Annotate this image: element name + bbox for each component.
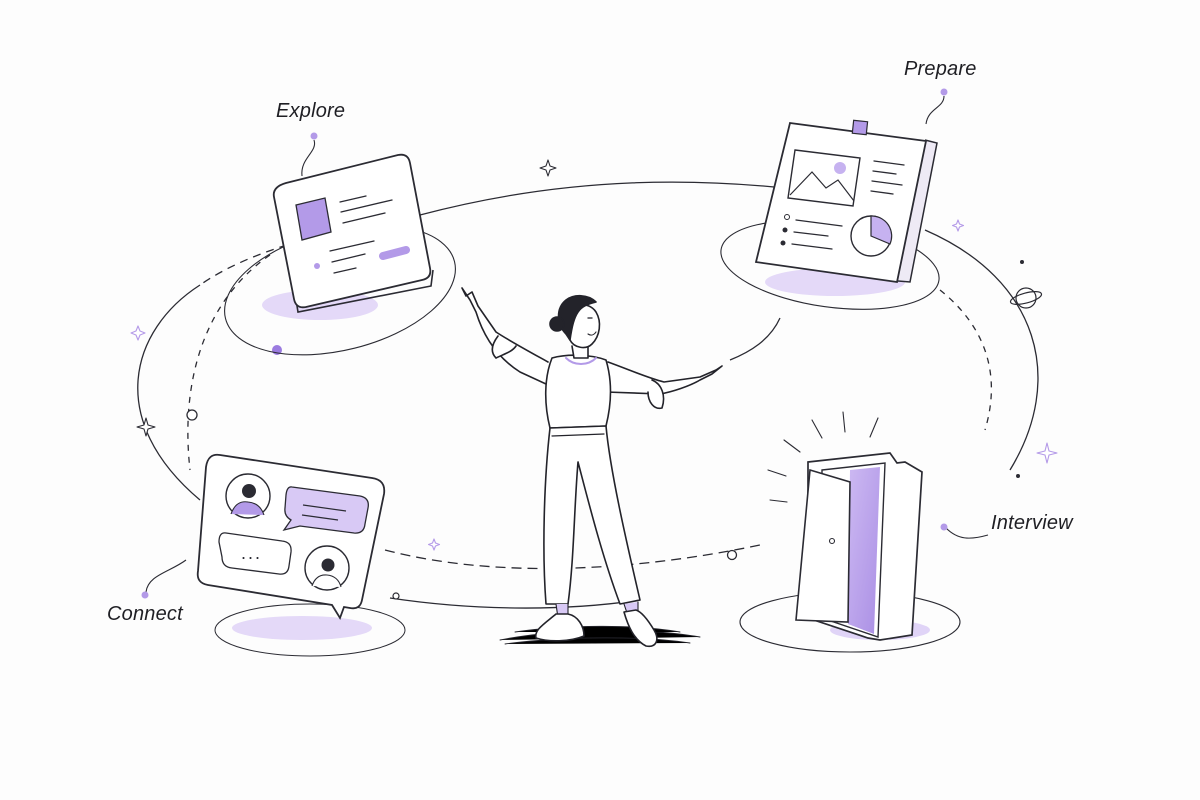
explore-text-lines — [329, 195, 393, 274]
door-panel — [795, 468, 851, 623]
pie-chart-slice — [870, 215, 893, 245]
person-right-sleeve — [647, 379, 665, 410]
sparkle-icon — [130, 325, 146, 341]
connect-stage: ... — [141, 453, 406, 657]
stage-label-explore: Explore — [276, 100, 346, 122]
orbit-inner-right — [939, 289, 992, 431]
person-mouth — [587, 331, 597, 336]
connect-shadow — [232, 616, 372, 640]
orbit-inner-left — [187, 254, 271, 471]
prepare-mountain — [789, 171, 855, 202]
avatar-head — [242, 484, 256, 498]
explore-label-dot — [310, 132, 318, 140]
person-shoe — [623, 609, 658, 648]
orbit-left-arc — [137, 284, 201, 501]
person-torso — [544, 354, 612, 429]
orbit-dot — [1016, 474, 1020, 478]
interview-leader — [945, 527, 989, 539]
prepare-bullet — [784, 214, 790, 220]
stage-label-prepare: Prepare — [904, 58, 977, 80]
person-hair-bun — [549, 316, 565, 332]
connect-leader — [145, 559, 187, 593]
person-right-arm — [605, 361, 723, 395]
typing-bubble — [218, 532, 292, 575]
orbit-dot — [726, 549, 738, 561]
prepare-label-dot — [940, 88, 948, 96]
message-line — [302, 504, 347, 512]
prepare-bullet — [782, 227, 788, 233]
sparkle-icon — [427, 538, 441, 551]
browser-card-icon — [272, 153, 432, 309]
explore-bullet — [314, 263, 320, 269]
message-line — [301, 514, 339, 521]
avatar-head — [321, 558, 335, 572]
prepare-stage — [720, 88, 948, 310]
connect-ring — [214, 603, 406, 657]
explore-image-block — [295, 197, 332, 241]
explore-leader — [301, 139, 316, 177]
person-left-arm — [461, 287, 549, 385]
door-rays — [767, 411, 879, 503]
stage-label-interview: Interview — [991, 512, 1073, 534]
person-collar — [565, 357, 597, 365]
sparkle-icon — [951, 219, 965, 232]
typing-indicator: ... — [241, 543, 262, 563]
door-knob — [828, 537, 836, 545]
prepare-clip — [851, 119, 869, 136]
person-trousers — [543, 425, 641, 605]
person-shoe — [534, 613, 585, 642]
message-bubble — [282, 486, 369, 534]
stage-label-connect: Connect — [107, 603, 183, 625]
orbit-inner-center — [729, 317, 781, 361]
explore-stage — [224, 132, 456, 356]
prepare-bullet — [780, 240, 786, 246]
avatar-body — [230, 501, 265, 516]
orbit-right-arc — [924, 229, 1039, 471]
connect-label-dot — [141, 591, 149, 599]
door-light — [848, 467, 880, 634]
avatar-body — [311, 574, 342, 588]
prepare-leader — [925, 95, 945, 125]
prepare-sun — [834, 162, 846, 174]
prepare-text-lines — [791, 160, 905, 250]
sparkle-icon — [539, 159, 557, 177]
orbit-bottom — [384, 544, 761, 570]
sparkles — [130, 159, 1058, 551]
person-left-sleeve — [491, 335, 517, 359]
prepare-board-edge — [897, 139, 938, 283]
planet-icon — [1009, 287, 1043, 309]
person-belt — [551, 433, 605, 437]
interview-label-dot — [940, 523, 948, 531]
orbit-dot — [392, 592, 400, 600]
sparkle-icon — [1036, 442, 1058, 464]
explore-button — [379, 246, 410, 260]
sparkle-icon — [136, 417, 156, 437]
person-hair — [557, 294, 597, 341]
orbit-dot — [1020, 260, 1024, 264]
prepare-image-frame — [787, 149, 861, 207]
person-neck — [571, 345, 589, 359]
person-shadow — [499, 625, 701, 645]
person — [461, 287, 723, 648]
interview-stage — [739, 411, 989, 653]
orbit-lower — [389, 597, 641, 609]
orbit-dot — [186, 409, 198, 421]
